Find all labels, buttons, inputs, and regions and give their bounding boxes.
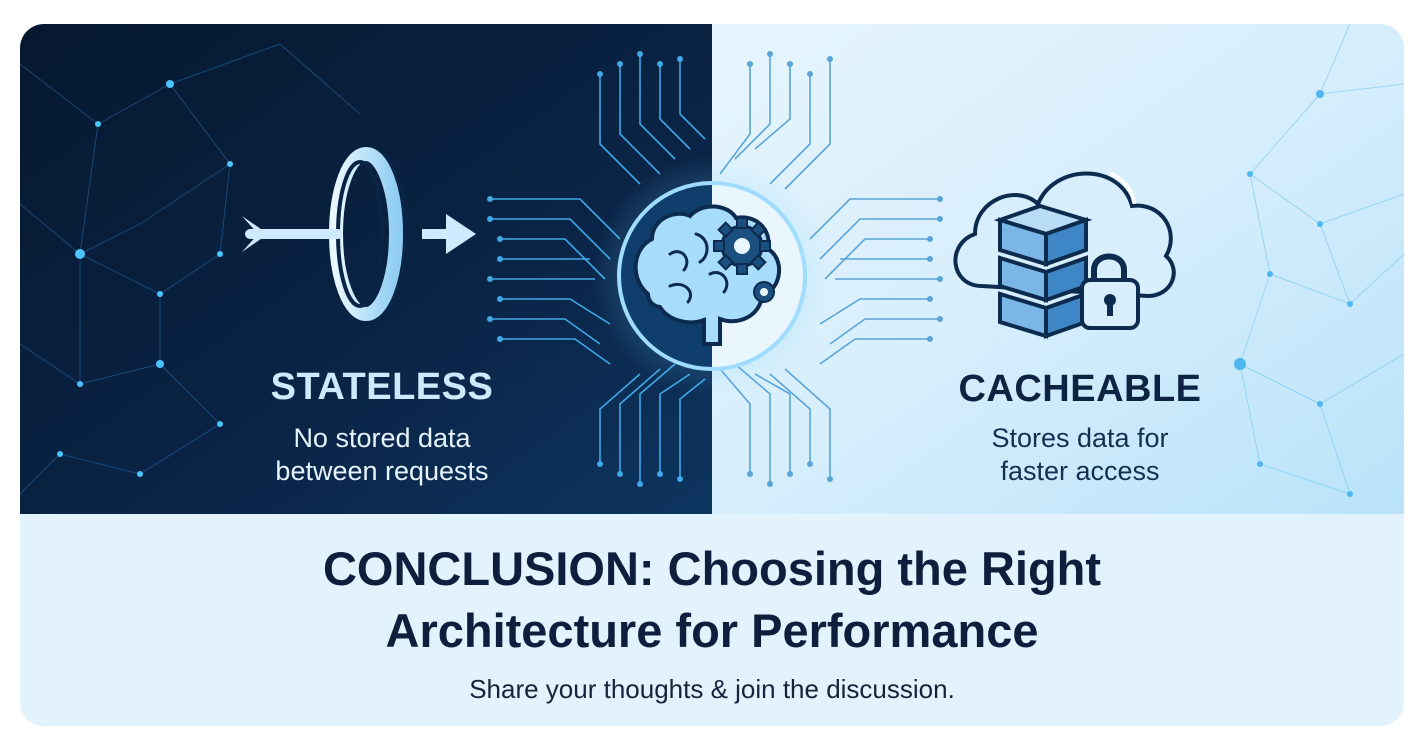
stateless-description-line-2: between requests: [275, 456, 489, 486]
cacheable-description: Stores data for faster access: [910, 422, 1250, 488]
brain-gears-icon: [592, 156, 832, 396]
stateless-description: No stored data between requests: [212, 422, 552, 488]
infographic-card: STATELESS No stored data between request…: [20, 24, 1404, 726]
circuit-pads-left: [487, 51, 683, 487]
network-nodes-right: [1234, 90, 1353, 497]
hero-split-panel: STATELESS No stored data between request…: [20, 24, 1404, 514]
stateless-description-line-1: No stored data: [293, 423, 471, 453]
conclusion-headline-line-1: CONCLUSION: Choosing the Right: [322, 542, 1102, 595]
network-nodes-left: [57, 80, 233, 477]
conclusion-headline: CONCLUSION: Choosing the Right Architect…: [20, 538, 1404, 662]
cacheable-description-line-1: Stores data for: [991, 423, 1169, 453]
cacheable-title: CACHEABLE: [958, 368, 1202, 410]
circuit-traces-right: [719, 54, 940, 484]
conclusion-panel: CONCLUSION: Choosing the Right Architect…: [20, 514, 1404, 726]
cloud-server-lock-icon: [953, 171, 1176, 339]
stateless-title: STATELESS: [270, 366, 494, 408]
hero-background-art: [20, 24, 1404, 514]
circuit-pads-right: [747, 51, 943, 487]
call-to-action-text: Share your thoughts & join the discussio…: [469, 674, 955, 704]
conclusion-headline-line-2: Architecture for Performance: [385, 604, 1039, 657]
cacheable-description-line-2: faster access: [1000, 456, 1160, 486]
arrow-through-ring-icon: [242, 147, 476, 321]
